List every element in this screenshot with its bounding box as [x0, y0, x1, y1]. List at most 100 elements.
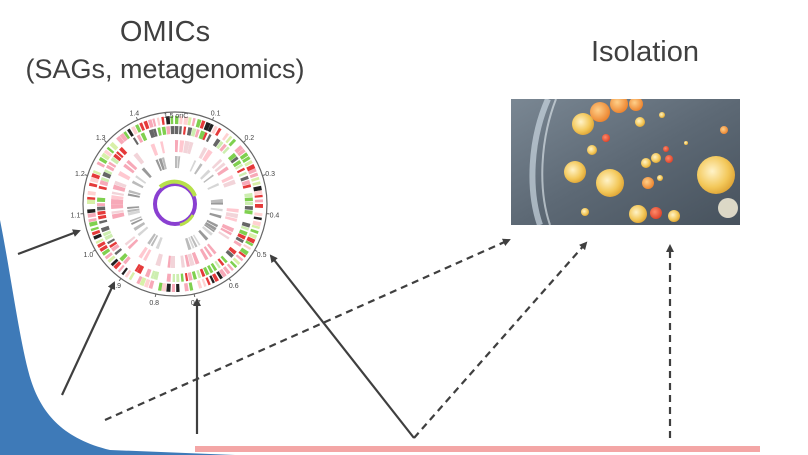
ring-second-segment: [210, 262, 218, 272]
ring-second-segment: [199, 268, 206, 277]
ring-second-segment: [99, 180, 109, 187]
ring-outer-segment: [179, 116, 183, 125]
ring-second-segment: [214, 260, 221, 269]
ring-outer-segment: [91, 229, 101, 236]
ring-pink-segment: [224, 216, 238, 222]
ring-pink-segment: [111, 199, 124, 204]
ring-outer-segment: [254, 204, 263, 209]
ring-outer-segment: [237, 148, 246, 157]
ring-outer-segment: [253, 216, 262, 221]
ring-outer-segment: [156, 117, 161, 126]
ring-second-segment: [187, 272, 193, 281]
ring-grey-segment: [192, 234, 201, 246]
genome-tick-mark: [154, 293, 157, 298]
ring-outer-segment: [254, 194, 263, 198]
ring-outer-segment: [211, 273, 219, 283]
ring-second-segment: [216, 140, 224, 150]
ring-second-segment: [113, 153, 122, 162]
ring-pink-segment: [111, 210, 124, 215]
ring-outer-segment: [107, 255, 116, 263]
ring-pink-segment: [124, 236, 136, 246]
ring-grey-segment: [188, 236, 195, 249]
ring-outer-segment: [87, 208, 96, 214]
ring-pink-segment: [226, 208, 239, 213]
ring-outer-segment: [252, 220, 262, 227]
ring-pink-segment: [111, 195, 124, 200]
genome-tick-label: 1.0: [84, 252, 94, 259]
ring-outer-segment: [161, 283, 167, 292]
genome-tick-mark: [84, 174, 88, 177]
genome-tick-mark: [254, 249, 258, 252]
ring-second-segment: [97, 206, 106, 211]
gc-skew-green-arc: [158, 179, 197, 197]
ring-grey-segment: [161, 157, 167, 170]
ring-second-segment: [194, 129, 200, 138]
ring-outer-segment: [209, 275, 215, 284]
ring-outer-segment: [234, 145, 244, 154]
ring-grey-segment: [185, 237, 192, 251]
ring-second-segment: [97, 210, 106, 216]
ring-second-segment: [244, 209, 253, 215]
ring-outer-segment: [147, 119, 154, 128]
ring-outer-segment: [106, 146, 115, 154]
ring-outer-segment: [254, 190, 263, 196]
ring-outer-segment: [97, 241, 106, 248]
ring-grey-segment: [155, 236, 163, 250]
ring-grey-segment: [189, 160, 197, 172]
ring-second-segment: [244, 197, 253, 202]
ring-outer-segment: [88, 220, 98, 227]
ring-grey-segment: [127, 206, 140, 210]
ring-pink-segment: [167, 255, 171, 268]
ring-outer-segment: [246, 236, 256, 244]
ring-grey-segment: [127, 210, 141, 216]
ring-pink-segment: [126, 159, 138, 171]
ring-second-segment: [161, 126, 167, 136]
ring-outer-segment: [127, 128, 134, 137]
ring-second-segment: [110, 243, 120, 252]
ring-pink-segment: [180, 255, 186, 268]
ring-outer-segment: [191, 117, 196, 127]
ring-second-segment: [217, 258, 225, 267]
ring-second-segment: [227, 152, 237, 162]
ring-second-segment: [136, 264, 145, 274]
ring-second-segment: [238, 229, 248, 236]
ring-outer-segment: [242, 156, 251, 164]
ring-pink-segment: [111, 212, 125, 219]
ring-outer-segment: [98, 156, 108, 164]
ring-grey-segment: [133, 222, 146, 231]
ring-outer-segment: [249, 172, 259, 179]
ring-grey-segment: [141, 167, 152, 179]
genome-tick-label: 0.1: [211, 111, 221, 118]
ring-outer-segment: [116, 135, 125, 145]
ring-outer-segment: [254, 199, 263, 203]
genome-tick-mark: [104, 140, 107, 143]
ring-second-segment: [196, 269, 202, 279]
ring-second-segment: [198, 130, 206, 140]
ring-grey-segment: [158, 157, 165, 171]
ring-grey-segment: [175, 156, 178, 169]
ring-outer-segment: [252, 181, 261, 186]
ring-outer-segment: [101, 152, 111, 161]
ring-second-segment: [244, 192, 253, 198]
ring-pink-segment: [143, 249, 152, 262]
ring-outer-segment: [89, 176, 99, 184]
ring-pink-segment: [214, 162, 226, 173]
ring-pink-segment: [187, 141, 194, 155]
ring-second-segment: [225, 249, 234, 258]
ring-outer-segment: [131, 125, 138, 135]
arrow-dashed-mid: [413, 241, 588, 439]
ring-outer-segment: [148, 280, 155, 290]
ring-grey-segment: [207, 182, 220, 190]
ring-second-segment: [238, 171, 247, 177]
ring-outer-segment: [211, 125, 218, 135]
ring-outer-segment: [87, 199, 96, 204]
ring-outer-segment: [238, 251, 247, 258]
ring-outer-segment: [244, 160, 253, 167]
ring-outer-segment: [109, 141, 119, 151]
ring-outer-segment: [216, 271, 223, 280]
ring-outer-segment: [201, 278, 207, 287]
ring-outer-segment: [110, 258, 119, 267]
ring-second-segment: [116, 151, 124, 159]
ring-pink-segment: [221, 174, 234, 184]
